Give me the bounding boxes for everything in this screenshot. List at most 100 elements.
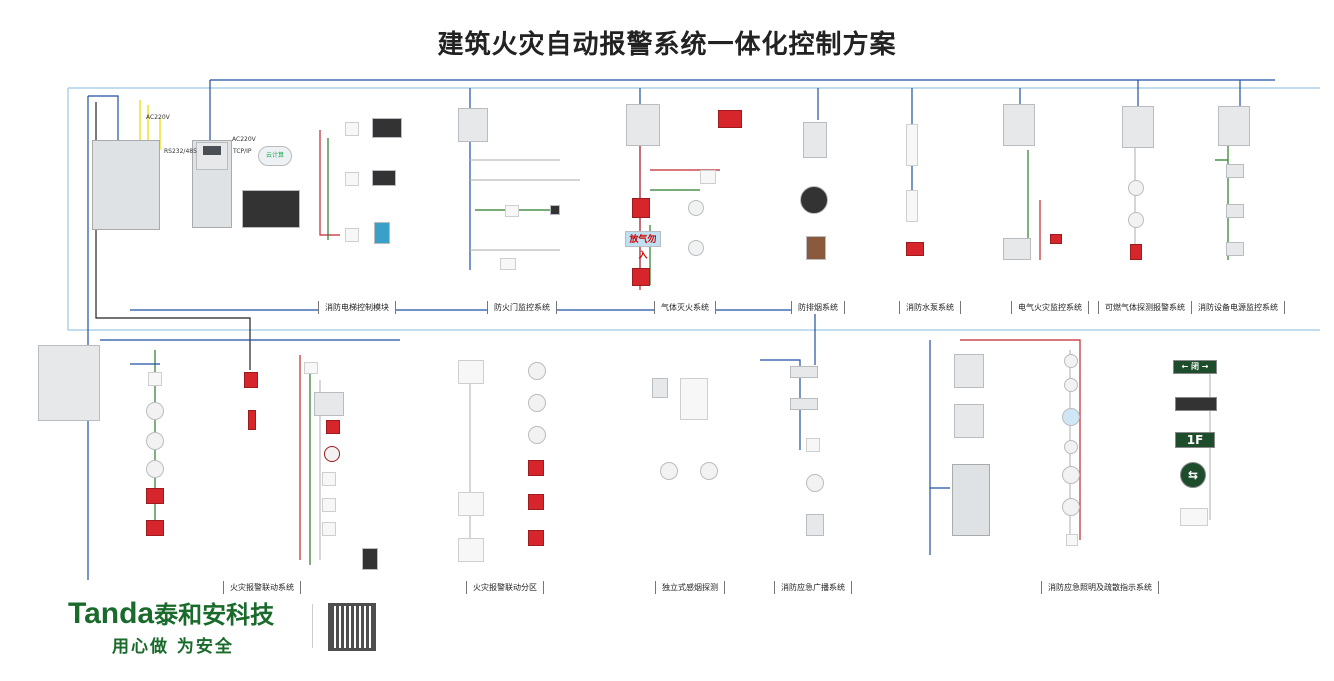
gateway bbox=[680, 378, 708, 420]
no-entry-sign: 放气勿入 bbox=[625, 231, 661, 261]
smoke-detector bbox=[146, 402, 164, 420]
section-label: 气体灭火系统 bbox=[654, 301, 716, 314]
bus-light bbox=[67, 87, 1320, 331]
heat-detector bbox=[146, 432, 164, 450]
logo-slogan: 用心做 为安全 bbox=[112, 637, 234, 657]
ceiling-light bbox=[1062, 408, 1080, 426]
emergency-lamp bbox=[1180, 508, 1208, 526]
emergency-lighting-controller[interactable] bbox=[954, 354, 984, 388]
module bbox=[322, 522, 336, 536]
signal-gray bbox=[319, 140, 1211, 560]
bus-bottom-2 bbox=[929, 340, 950, 555]
gas-extinguishing-controller[interactable] bbox=[626, 104, 660, 146]
heat-detector bbox=[528, 394, 546, 412]
section-label: 消防应急广播系统 bbox=[774, 581, 852, 594]
module bbox=[700, 170, 716, 184]
section-label: 独立式感烟探测 bbox=[655, 581, 725, 594]
section-label: 消防水泵系统 bbox=[899, 301, 961, 314]
door-magnet bbox=[550, 205, 560, 215]
valve-actuator bbox=[374, 222, 390, 244]
sounder-strobe bbox=[324, 446, 340, 462]
manual-call-point[interactable] bbox=[528, 460, 544, 476]
fire-pump bbox=[906, 242, 924, 256]
monitor-screen bbox=[196, 142, 228, 170]
floor-display bbox=[314, 392, 344, 416]
combo-detector bbox=[146, 460, 164, 478]
emergency-light-6 bbox=[1066, 534, 1078, 546]
module bbox=[345, 122, 359, 136]
lighting-host-cabinet[interactable] bbox=[952, 464, 990, 536]
manual-call-point[interactable] bbox=[326, 420, 340, 434]
rs-label: RS232/485 bbox=[164, 148, 197, 155]
fire-telephone bbox=[248, 410, 256, 430]
combustible-gas-controller[interactable] bbox=[1122, 106, 1154, 148]
release-button[interactable] bbox=[632, 268, 650, 286]
bus-blue bbox=[209, 79, 1275, 140]
exit-sign: ← 闭 → bbox=[1173, 360, 1217, 374]
hydrant-button[interactable] bbox=[528, 494, 544, 510]
pump-control-box bbox=[906, 124, 918, 166]
section-label: 防火门监控系统 bbox=[487, 301, 557, 314]
broadcast-player bbox=[790, 398, 818, 410]
zone-panel-2 bbox=[458, 492, 484, 516]
page-title: 建筑火灾自动报警系统一体化控制方案 bbox=[437, 30, 897, 60]
power-sensor-2 bbox=[1226, 204, 1244, 218]
manual-call-point[interactable] bbox=[146, 488, 164, 504]
solenoid-valve bbox=[372, 170, 396, 186]
gas-detector bbox=[1128, 180, 1144, 196]
module bbox=[345, 172, 359, 186]
distribution-box bbox=[954, 404, 984, 438]
heat-detector bbox=[688, 240, 704, 256]
emergency-light-2 bbox=[1064, 378, 1078, 392]
section-label: 防排烟系统 bbox=[791, 301, 845, 314]
fire-extinguisher-box bbox=[362, 548, 378, 570]
section-label: 火灾报警联动系统 bbox=[223, 581, 301, 594]
independent-smoke-detector bbox=[660, 462, 678, 480]
exit-sign-2 bbox=[1175, 397, 1217, 411]
emergency-start-button[interactable] bbox=[632, 198, 650, 218]
bus-bottom bbox=[100, 339, 801, 450]
fire-alarm-controller[interactable] bbox=[38, 345, 100, 421]
cloud-icon: 云计算 bbox=[258, 146, 292, 166]
section-label: 火灾报警联动分区 bbox=[466, 581, 544, 594]
independent-smoke-detector-2 bbox=[700, 462, 718, 480]
power-monitor-controller[interactable] bbox=[1218, 106, 1250, 146]
section-label: 电气火灾监控系统 bbox=[1011, 301, 1089, 314]
module bbox=[806, 438, 820, 452]
current-transformer bbox=[1050, 234, 1062, 244]
zone-panel-3 bbox=[458, 538, 484, 562]
company-logo: Tanda泰和安科技 用心做 为安全 bbox=[68, 597, 274, 658]
module bbox=[148, 372, 162, 386]
ac-label: AC220V bbox=[232, 136, 256, 143]
emergency-light-5 bbox=[1062, 498, 1080, 516]
section-label: 消防设备电源监控系统 bbox=[1191, 301, 1285, 314]
broadcast-amplifier bbox=[790, 366, 818, 378]
manual-call-point-2[interactable] bbox=[528, 530, 544, 546]
section-label: 可燃气体探测报警系统 bbox=[1098, 301, 1192, 314]
independent-alarm-panel bbox=[652, 378, 668, 398]
direction-sign: ⇆ bbox=[1180, 462, 1206, 488]
fire-alarm-controller-cabinet[interactable] bbox=[92, 140, 160, 230]
smoke-detector bbox=[528, 362, 546, 380]
electrical-fire-monitor[interactable] bbox=[1003, 104, 1035, 146]
emergency-light-3 bbox=[1064, 440, 1078, 454]
exhaust-fan bbox=[800, 186, 828, 214]
elevator-button-panel bbox=[372, 118, 402, 138]
tcp-label: TCP/IP bbox=[233, 148, 252, 155]
logo-brand: Tanda bbox=[68, 597, 155, 630]
smoke-damper bbox=[806, 236, 826, 260]
smoke-control-cabinet[interactable] bbox=[803, 122, 827, 158]
module bbox=[304, 362, 318, 374]
hydrant-button[interactable] bbox=[146, 520, 164, 536]
video-wall bbox=[242, 190, 300, 228]
alarm-siren bbox=[1130, 244, 1142, 260]
module bbox=[505, 205, 519, 217]
fire-door-monitor[interactable] bbox=[458, 108, 488, 142]
module bbox=[500, 258, 516, 270]
emergency-light bbox=[1064, 354, 1078, 368]
telephone-jack bbox=[244, 372, 258, 388]
module bbox=[322, 498, 336, 512]
gas-detector-2 bbox=[1128, 212, 1144, 228]
qr-code bbox=[328, 603, 376, 651]
